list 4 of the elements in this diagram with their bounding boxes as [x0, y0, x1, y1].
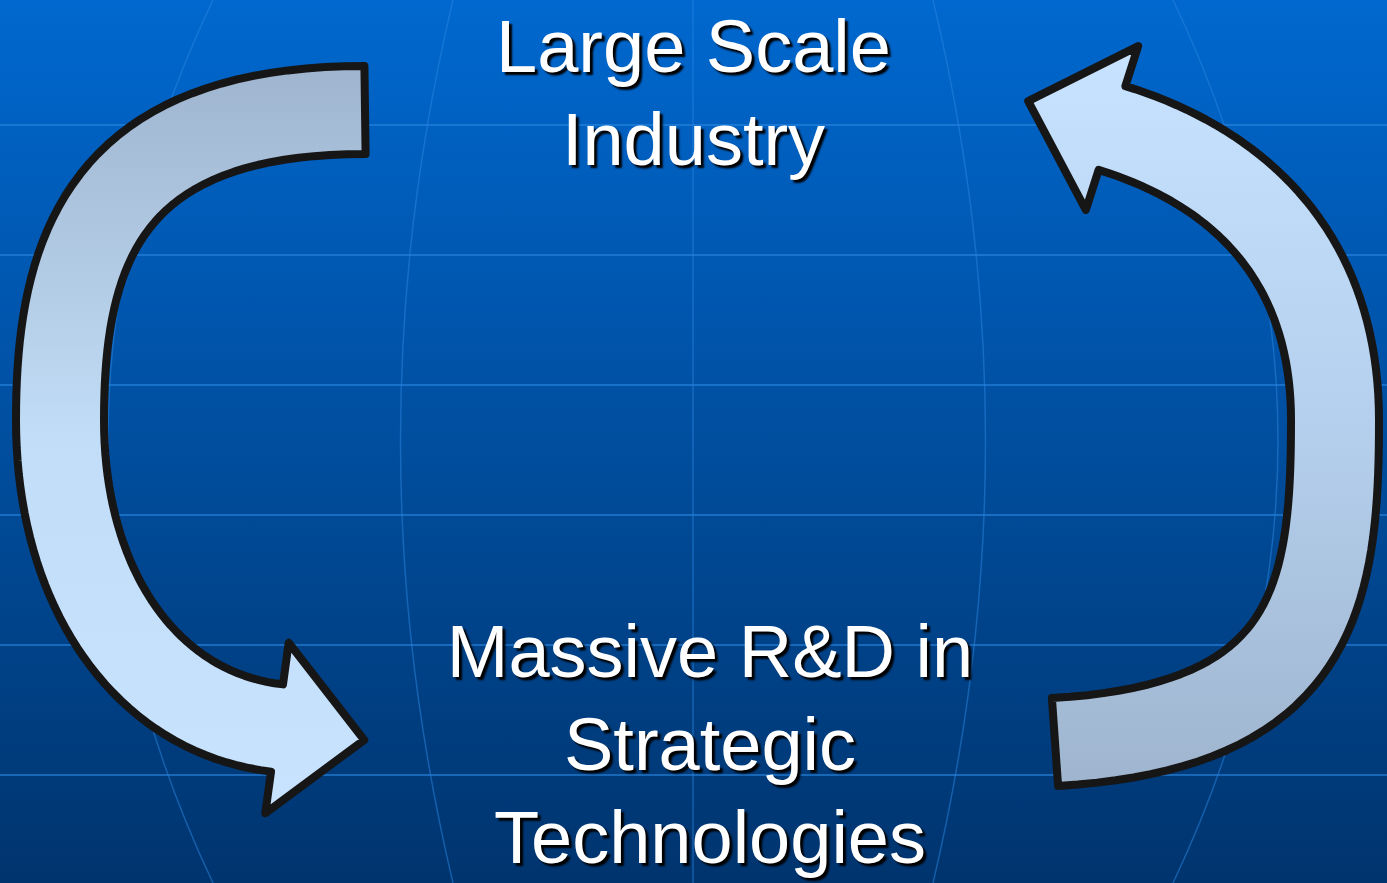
curved-block-arrow [12, 62, 370, 818]
node-label: Massive R&D in Strategic Technologies [445, 609, 975, 881]
node-label: Large Scale Industry [495, 4, 892, 183]
curved-block-arrow [1024, 42, 1383, 790]
